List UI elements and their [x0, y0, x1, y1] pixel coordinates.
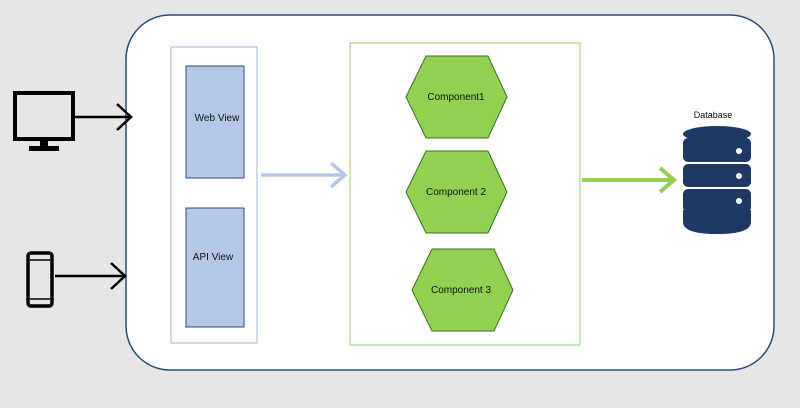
desktop-monitor-icon	[13, 91, 75, 151]
web-view-label: Web View	[195, 113, 240, 124]
component-2-label: Component 2	[426, 187, 486, 198]
api-view-label: API View	[193, 252, 234, 263]
component-2-hexagon	[405, 150, 508, 234]
database-icon	[683, 126, 751, 234]
database-label: Database	[694, 110, 733, 120]
components-to-database-arrow	[582, 166, 678, 194]
component-1-label: Component1	[427, 92, 485, 103]
web-view-box	[185, 65, 245, 179]
component-3-hexagon	[411, 248, 514, 332]
api-view-box	[185, 207, 245, 328]
views-to-components-arrow	[261, 161, 348, 189]
mobile-phone-icon	[26, 251, 54, 308]
mobile-arrow	[55, 262, 127, 290]
desktop-arrow	[73, 103, 133, 131]
component-1-hexagon	[405, 55, 508, 139]
component-3-label: Component 3	[431, 285, 491, 296]
